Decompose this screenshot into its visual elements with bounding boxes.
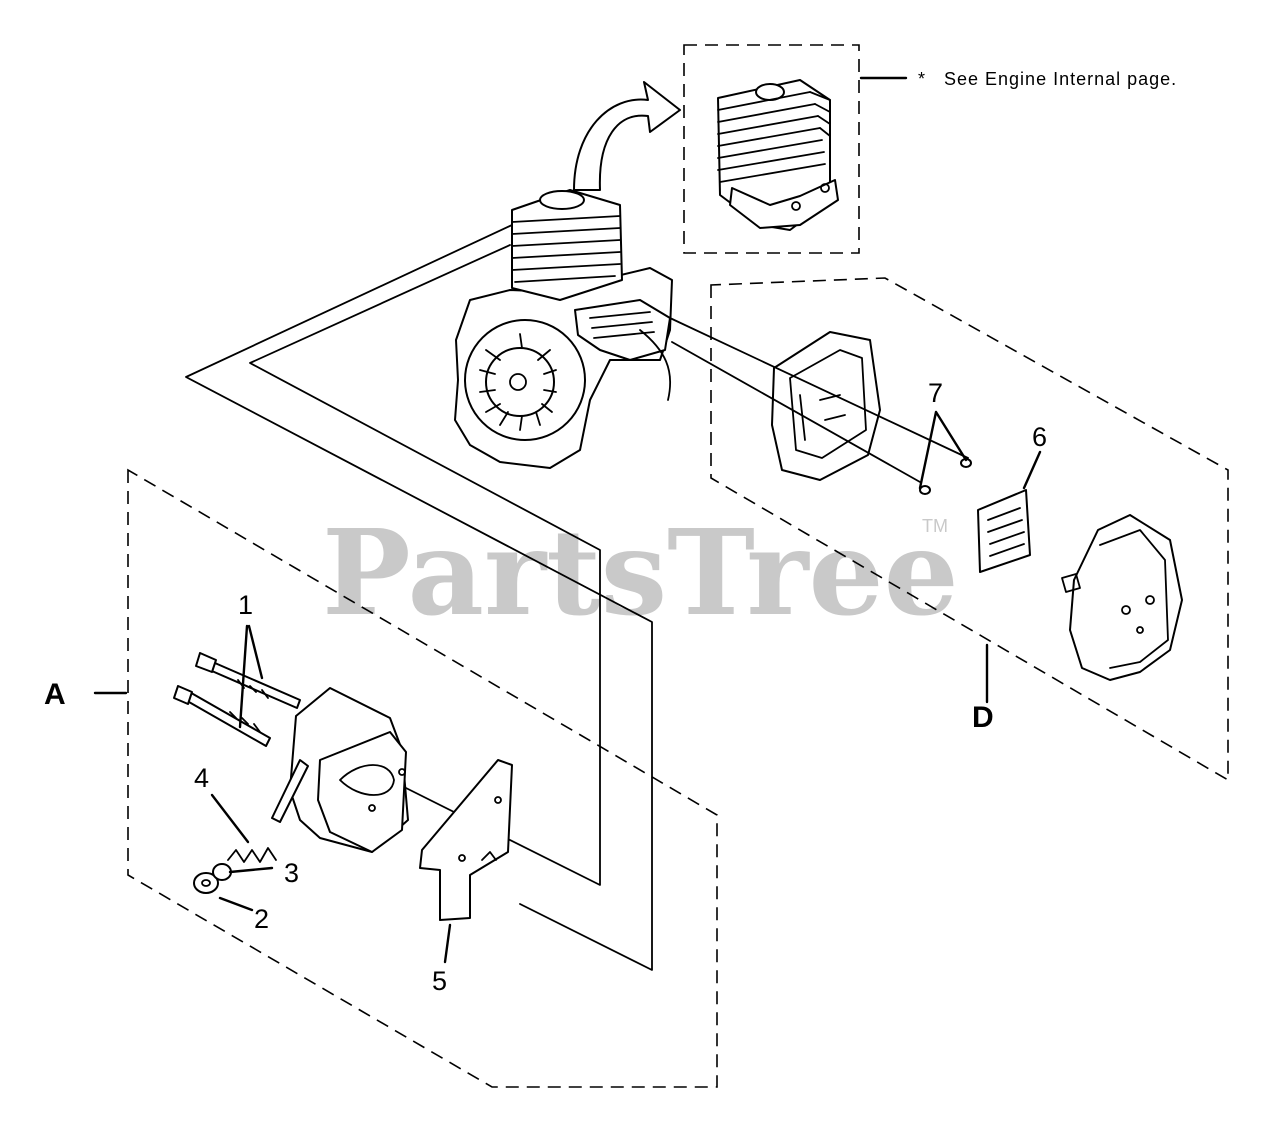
callout-4: 4 xyxy=(194,763,209,793)
part-6-filter: 6 xyxy=(977,422,1047,573)
watermark: PartsTree TM xyxy=(322,503,959,642)
callout-1: 1 xyxy=(238,590,253,620)
detail-dashed-frame xyxy=(683,44,860,254)
cylinder-detail-drawing xyxy=(717,79,839,231)
callout-7: 7 xyxy=(928,378,943,408)
group-a-dashed-frame xyxy=(127,468,718,1088)
group-d-label: D xyxy=(972,701,994,734)
callout-5: 5 xyxy=(432,966,447,996)
group-a: A xyxy=(44,468,718,1088)
part-4-spring: 4 xyxy=(194,763,277,863)
watermark-brand: PartsTree xyxy=(322,503,959,642)
air-cleaner-drawing: 7 xyxy=(669,317,972,495)
watermark-trademark: TM xyxy=(922,516,948,536)
curved-arrow xyxy=(573,81,681,191)
engine-internal-detail-box: * See Engine Internal page. xyxy=(683,44,1177,254)
callout-6: 6 xyxy=(1032,422,1047,452)
callout-2: 2 xyxy=(254,904,269,934)
connector-inner xyxy=(249,244,601,886)
part-5-plate: 5 xyxy=(419,759,513,996)
engine-assembly-drawing xyxy=(454,189,673,469)
group-d: D xyxy=(710,277,1229,782)
muffler-drawing xyxy=(271,687,409,853)
connector-outer xyxy=(185,224,653,971)
part-2-3-washers: 3 2 xyxy=(193,858,299,934)
part-1-bolts: 1 xyxy=(173,590,301,747)
group-a-label: A xyxy=(44,678,66,711)
group-d-dashed-frame xyxy=(710,277,1229,782)
air-cleaner-cover-drawing xyxy=(1061,514,1183,681)
note-asterisk: * xyxy=(918,69,926,89)
callout-3: 3 xyxy=(284,858,299,888)
note-text: See Engine Internal page. xyxy=(944,69,1177,89)
connector-lines xyxy=(185,224,653,971)
